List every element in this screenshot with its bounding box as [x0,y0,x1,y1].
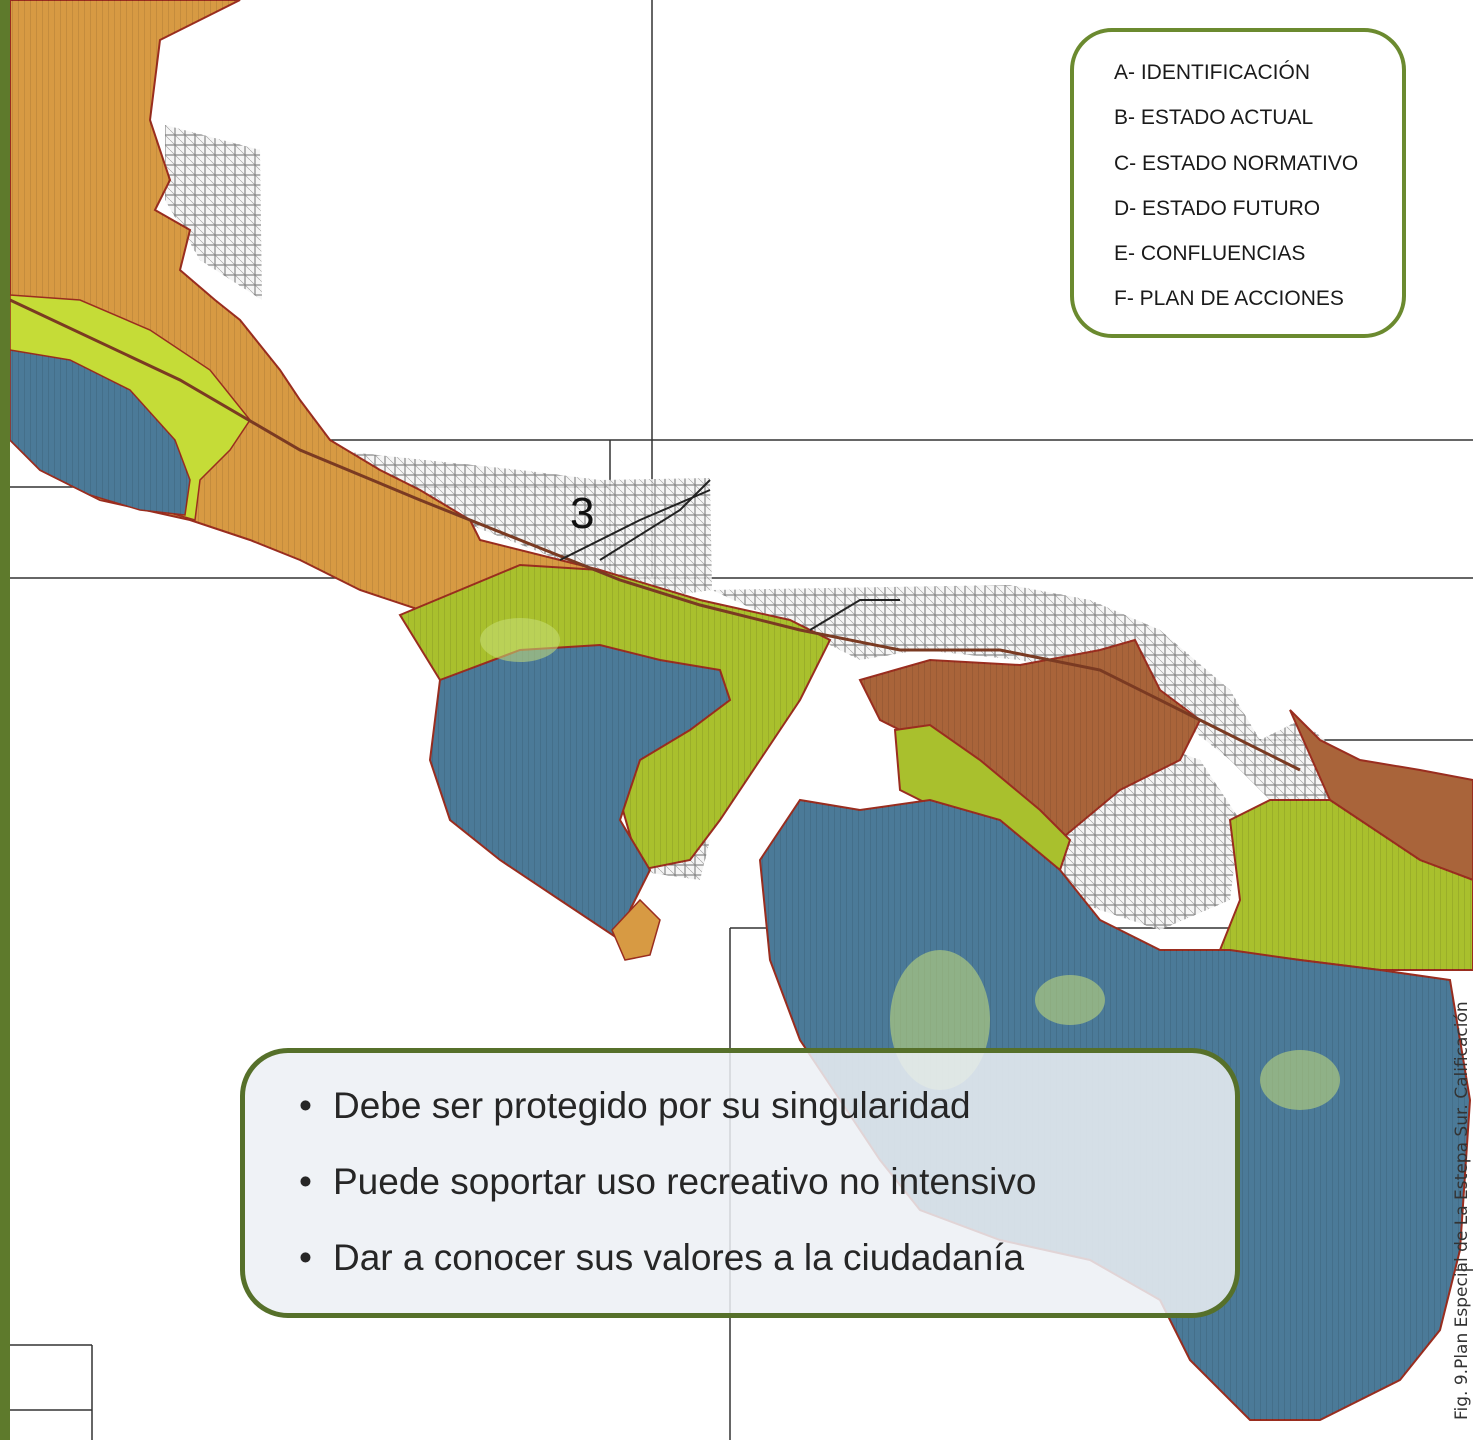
figure-caption: Fig. 9.Plan Especial de La Estepa Sur. C… [1452,1001,1472,1420]
bullet-icon: • [299,1161,312,1202]
conclusion-item: • Puede soportar uso recreativo no intens… [299,1157,1235,1233]
section-index-box: A- IDENTIFICACIÓN B- ESTADO ACTUAL C- ES… [1070,28,1406,338]
index-item-c: C- ESTADO NORMATIVO [1114,151,1359,175]
index-item-b: B- ESTADO ACTUAL [1114,106,1314,130]
sheet-number: 3 [570,489,594,538]
index-item-d: D- ESTADO FUTURO [1114,196,1321,220]
zone-orange-small [611,898,661,961]
conclusion-item: • Dar a conocer sus valores a la ciudadan… [299,1233,1235,1309]
bullet-icon: • [299,1085,312,1126]
index-item-a: A- IDENTIFICACIÓN [1114,61,1311,84]
section-index-list: A- IDENTIFICACIÓN B- ESTADO ACTUAL C- ES… [1074,32,1402,332]
conclusion-text: Debe ser protegido por su singularidad [333,1085,971,1126]
index-item-f: F- PLAN DE ACCIONES [1114,287,1344,311]
bullet-icon: • [299,1237,312,1278]
conclusion-item: • Debe ser protegido por su singularidad [299,1081,1235,1157]
left-accent-bar [0,0,10,1440]
index-item-e: E- CONFLUENCIAS [1114,242,1306,266]
conclusions-box: •Debe ser protegido por su singularidad … [240,1048,1240,1318]
conclusion-text: Dar a conocer sus valores a la ciudadaní… [333,1237,1025,1278]
roads [9,298,1301,772]
conclusion-text: Puede soportar uso recreativo no intensi… [333,1161,1037,1202]
conclusions-list: •Debe ser protegido por su singularidad … [245,1053,1235,1309]
